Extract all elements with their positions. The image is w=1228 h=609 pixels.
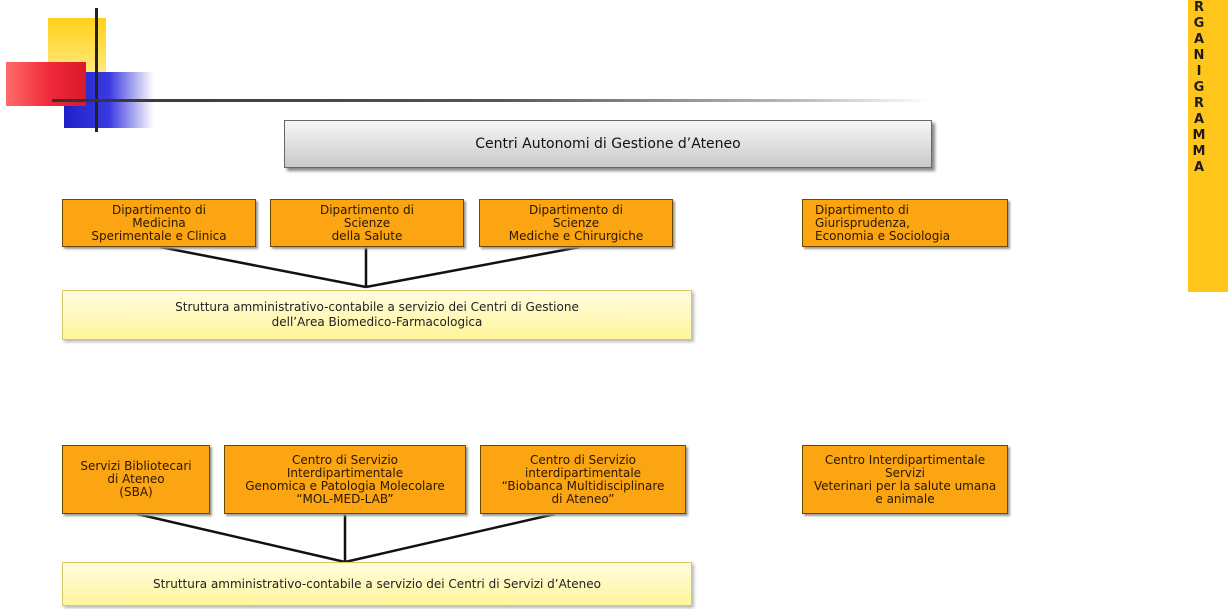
connector-line — [344, 512, 556, 564]
dept-chirurgiche-box: Dipartimento di Scienze Mediche e Chirur… — [479, 199, 673, 247]
banner-letter: R — [1193, 0, 1204, 15]
banner-letter: G — [1193, 16, 1205, 31]
decor-red-square — [6, 62, 86, 106]
admin-structure-biomedico-box: Struttura amministrativo-contabile a ser… — [62, 290, 692, 340]
banner-letter: M — [1192, 128, 1206, 143]
banner-letter: A — [1193, 112, 1205, 127]
biobanca-box: Centro di Servizio interdipartimentale “… — [480, 445, 686, 514]
connector-line — [136, 512, 346, 564]
banner-letter: M — [1192, 144, 1206, 159]
banner-letter: I — [1196, 64, 1202, 79]
decor-vertical-line — [95, 8, 98, 132]
banner-letter: A — [1193, 160, 1205, 175]
centro-veterinari-box: Centro Interdipartimentale Servizi Veter… — [802, 445, 1008, 514]
organigramma-banner: R G A N I G R A M M A — [1188, 0, 1228, 292]
banner-letter: R — [1193, 96, 1204, 111]
title-box: Centri Autonomi di Gestione d’Ateneo — [284, 120, 932, 168]
admin-structure-servizi-box: Struttura amministrativo-contabile a ser… — [62, 562, 692, 606]
dept-giurisprudenza-box: Dipartimento di Giurisprudenza, Economia… — [802, 199, 1008, 247]
banner-letter: N — [1193, 48, 1205, 63]
dept-salute-box: Dipartimento di Scienze della Salute — [270, 199, 464, 247]
mol-med-lab-box: Centro di Servizio Interdipartimentale G… — [224, 445, 466, 514]
banner-letter: A — [1193, 32, 1205, 47]
dept-medicina-box: Dipartimento di Medicina Sperimentale e … — [62, 199, 256, 247]
sba-box: Servizi Bibliotecari di Ateneo (SBA) — [62, 445, 210, 514]
connector-line — [365, 245, 581, 289]
banner-letter: G — [1193, 80, 1205, 95]
decor-horizontal-rule — [52, 99, 932, 102]
connector-line — [159, 245, 367, 289]
